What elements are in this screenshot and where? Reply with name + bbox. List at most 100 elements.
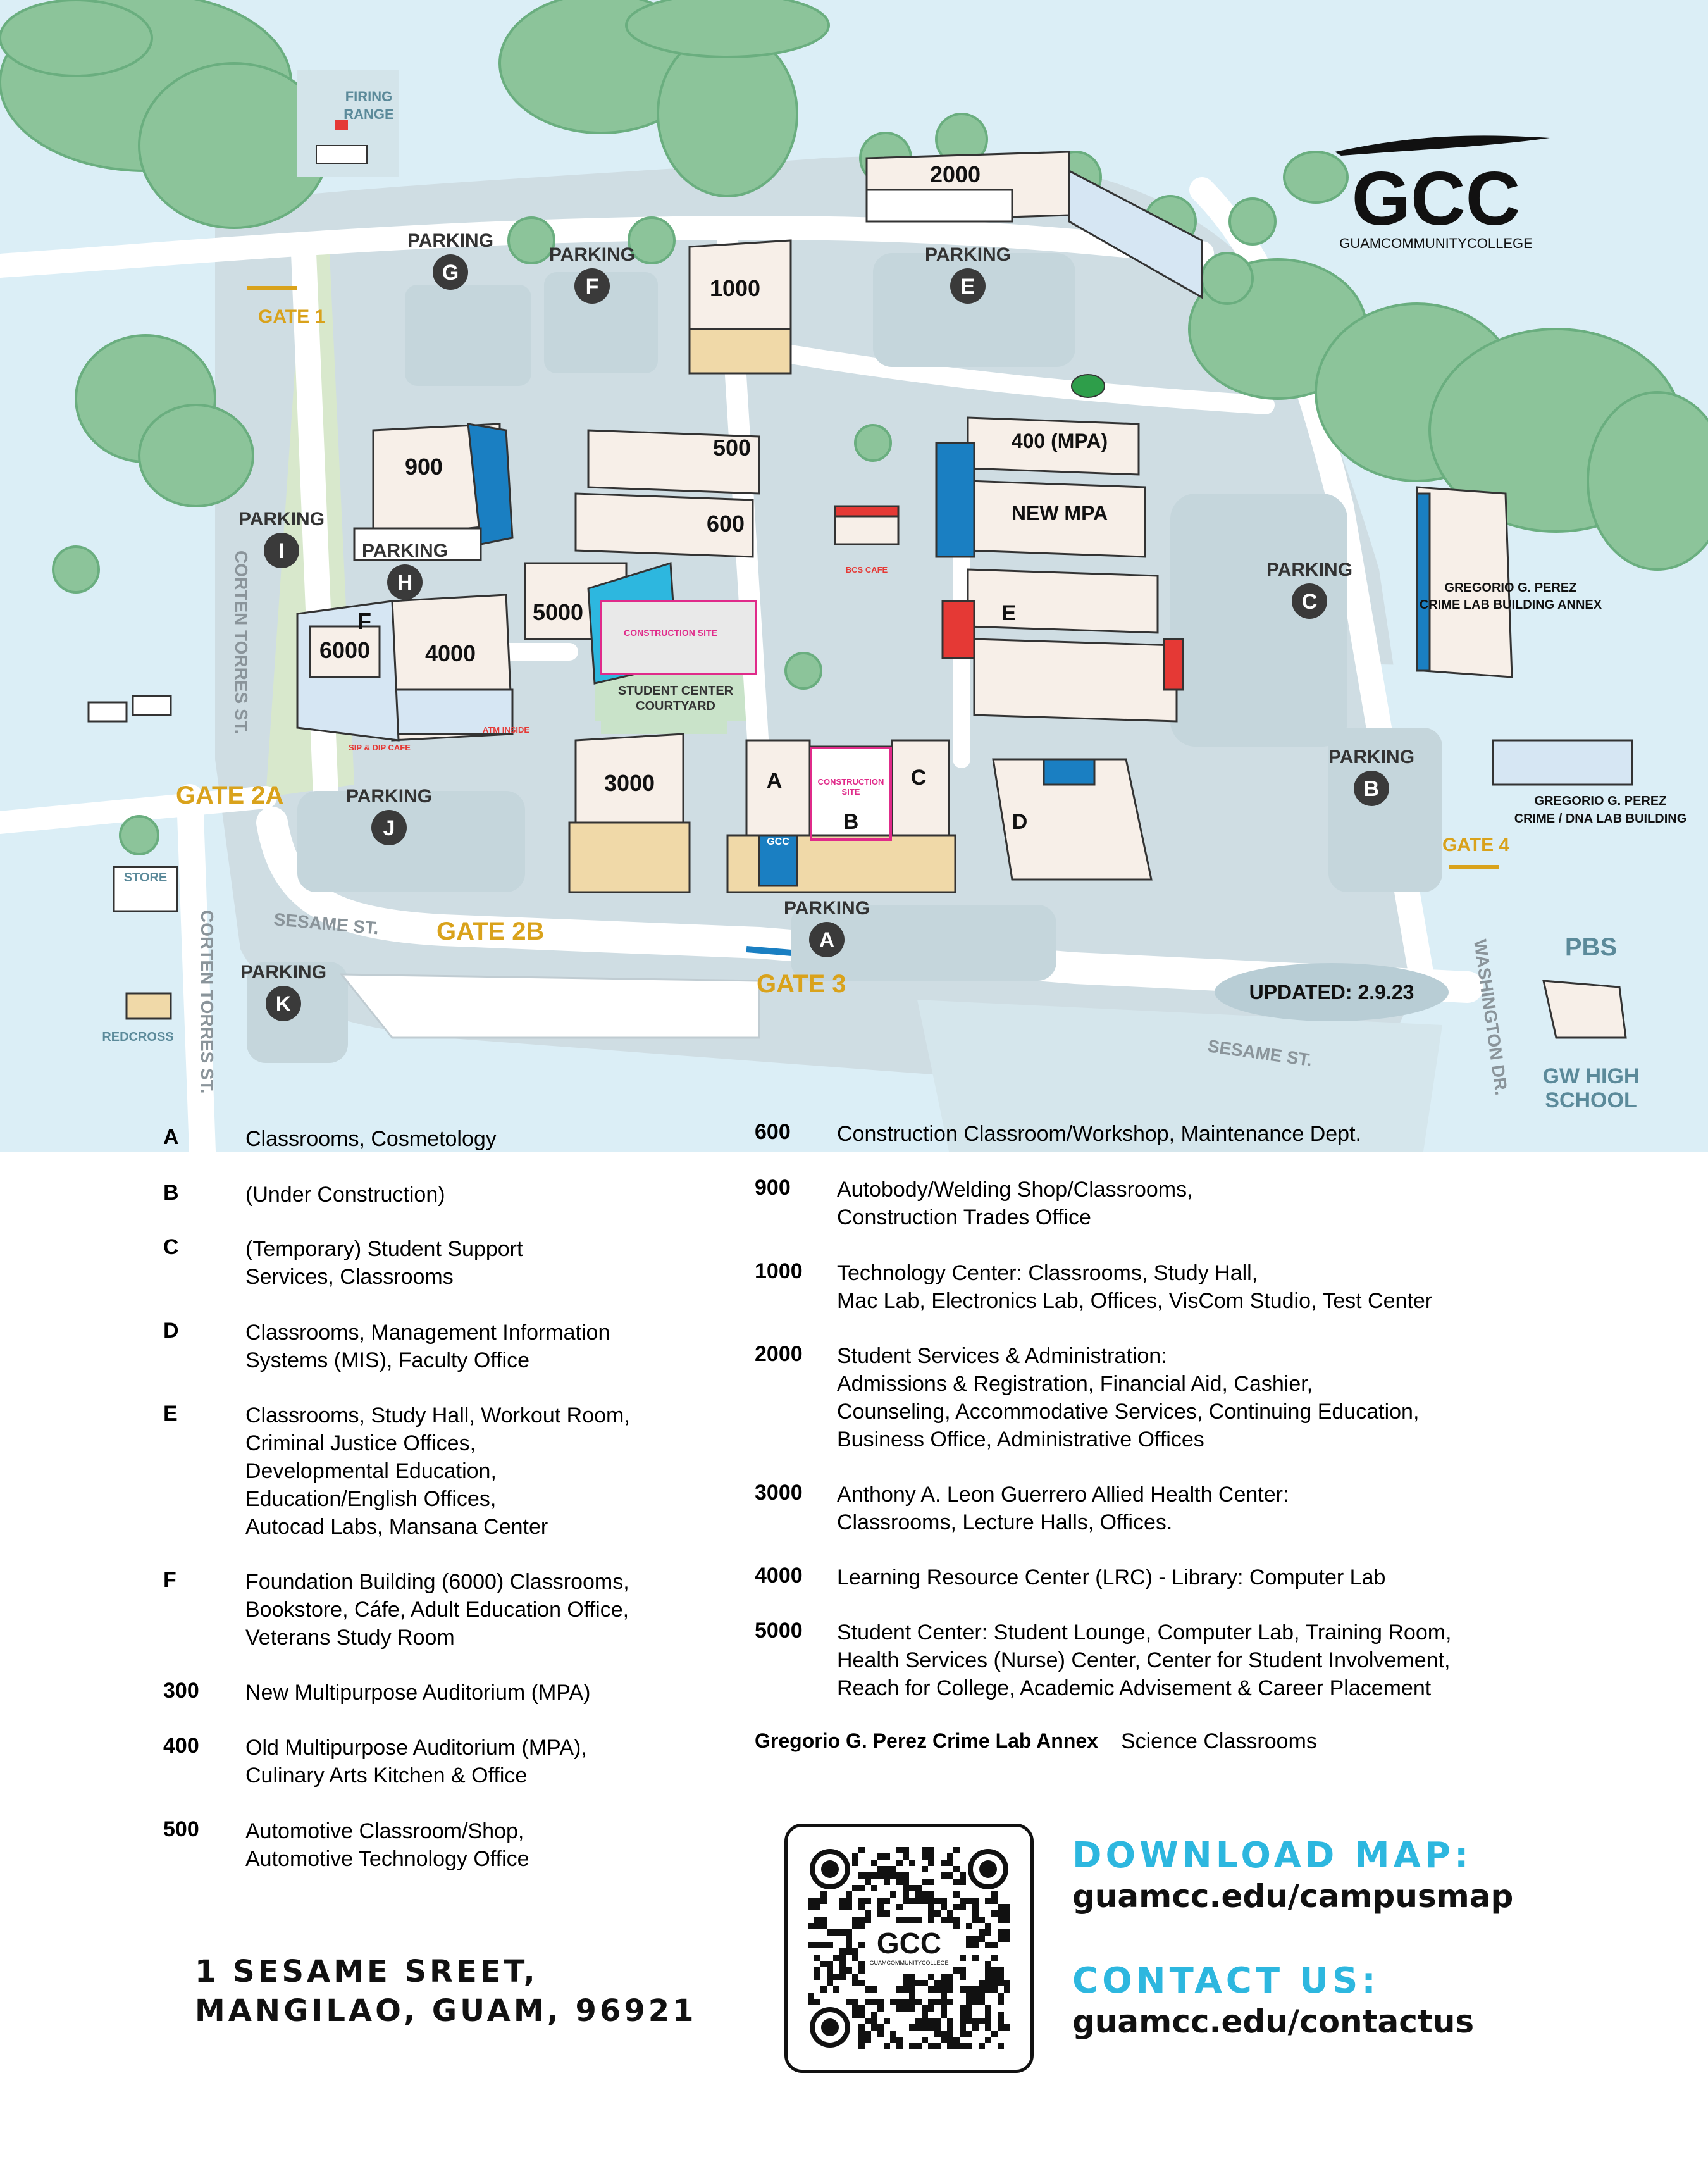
qr-module: [947, 1860, 953, 1866]
qr-module: [979, 1980, 985, 1986]
legend-code: 300: [163, 1679, 199, 1703]
qr-module: [985, 2005, 991, 2012]
qr-module: [966, 2043, 972, 2049]
street-corten-lower: CORTEN TORRES ST.: [197, 910, 217, 1093]
qr-module: [808, 1942, 814, 1948]
qr-module: [934, 1980, 941, 1986]
construction-site-b-line1: CONSTRUCTION: [818, 777, 884, 787]
qr-module: [896, 2005, 903, 2012]
legend-row-b: B(Under Construction): [163, 1181, 445, 1209]
qr-module: [865, 2018, 871, 2024]
qr-module: [998, 1999, 1004, 2005]
qr-module: [953, 1917, 960, 1923]
qr-module: [947, 1917, 953, 1923]
qr-module: [960, 2018, 966, 2024]
qr-module: [960, 1898, 966, 1904]
qr-module: [991, 1955, 998, 1961]
qr-module: [909, 1860, 915, 1866]
qr-module: [808, 1999, 814, 2005]
lower-ground: [917, 1000, 1442, 1152]
qr-module: [941, 1999, 947, 2005]
parking-letter-i: I: [278, 539, 284, 563]
legend-description: (Temporary) Student Support Services, Cl…: [245, 1237, 523, 1289]
qr-module: [903, 1853, 909, 1860]
qr-module: [903, 1891, 909, 1898]
qr-module: [833, 1974, 839, 1980]
qr-module: [865, 2031, 871, 2037]
qr-module: [991, 1898, 998, 1904]
building-2000: 2000: [930, 161, 981, 187]
parking-badge-g: [433, 254, 468, 290]
qr-module: [865, 1986, 871, 1993]
qr-logo-subtitle: GUAMCOMMUNITYCOLLEGE: [869, 1960, 948, 1966]
qr-module: [896, 1917, 903, 1923]
qr-module: [814, 1898, 820, 1904]
qr-module: [941, 1980, 947, 1986]
qr-module: [991, 1967, 998, 1974]
building-900: 900: [405, 454, 443, 480]
qr-module: [909, 1999, 915, 2005]
parking-badge-c: [1292, 583, 1327, 619]
qr-module: [858, 2043, 865, 2049]
qr-module: [953, 1879, 960, 1885]
qr-module: [998, 1967, 1004, 1974]
contact-link[interactable]: guamcc.edu/contactus: [1072, 2003, 1475, 2040]
legend-description: Foundation Building (6000) Classrooms, B…: [245, 1570, 629, 1650]
legend-code: F: [163, 1568, 176, 1592]
qr-module: [820, 1917, 827, 1923]
qr-module: [852, 2012, 858, 2018]
qr-module: [928, 1853, 934, 1860]
qr-module: [922, 1891, 928, 1898]
qr-module: [909, 1917, 915, 1923]
courtyard-line1: STUDENT CENTER: [618, 684, 734, 698]
gate-2a-label: GATE 2A: [176, 781, 283, 809]
atm-label: ATM INSIDE: [483, 725, 529, 735]
download-link[interactable]: guamcc.edu/campusmap: [1072, 1878, 1514, 1915]
qr-module: [922, 1866, 928, 1872]
campus-address: 1 SESAME SREET, MANGILAO, GUAM, 96921: [195, 1954, 697, 2029]
qr-module: [896, 1879, 903, 1885]
qr-module: [915, 1885, 922, 1891]
qr-module: [896, 1999, 903, 2005]
firing-range-shed: [316, 145, 368, 164]
qr-module: [953, 1866, 960, 1872]
qr-module: [884, 1872, 890, 1879]
building-600: 600: [707, 511, 745, 537]
qr-module: [928, 2005, 934, 2012]
qr-module: [871, 1986, 877, 1993]
qr-module: [985, 1961, 991, 1967]
qr-module: [915, 1898, 922, 1904]
qr-module: [966, 2005, 972, 2012]
parking-label-k: PARKING: [240, 962, 326, 983]
qr-module: [814, 1923, 820, 1929]
qr-module: [890, 1891, 896, 1898]
legend-description: New Multipurpose Auditorium (MPA): [245, 1681, 591, 1705]
qr-module: [985, 2012, 991, 2018]
qr-module: [903, 2005, 909, 2012]
building-1000: 1000: [710, 275, 760, 301]
parking-label-e: PARKING: [925, 244, 1011, 265]
qr-module: [903, 1974, 909, 1980]
qr-module: [979, 1993, 985, 1999]
qr-module: [896, 1904, 903, 1910]
legend-row-c: C(Temporary) Student Support Services, C…: [163, 1235, 523, 1291]
qr-module: [820, 1898, 827, 1904]
gate-2b-label: GATE 2B: [436, 917, 544, 945]
qr-module: [934, 1986, 941, 1993]
qr-module: [852, 1860, 858, 1866]
qr-module: [814, 1967, 820, 1974]
parking-badge-f: [574, 268, 610, 304]
qr-module: [858, 2012, 865, 2018]
qr-module: [877, 1853, 884, 1860]
gate-3-label: GATE 3: [757, 970, 846, 998]
building-400: 400 (MPA): [1012, 430, 1108, 452]
building-e: E: [1002, 601, 1017, 625]
legend-code: D: [163, 1319, 179, 1343]
qr-module: [858, 2005, 865, 2012]
qr-module: [928, 1891, 934, 1898]
legend-code: 1000: [755, 1259, 803, 1283]
legend-code: 900: [755, 1176, 791, 1200]
